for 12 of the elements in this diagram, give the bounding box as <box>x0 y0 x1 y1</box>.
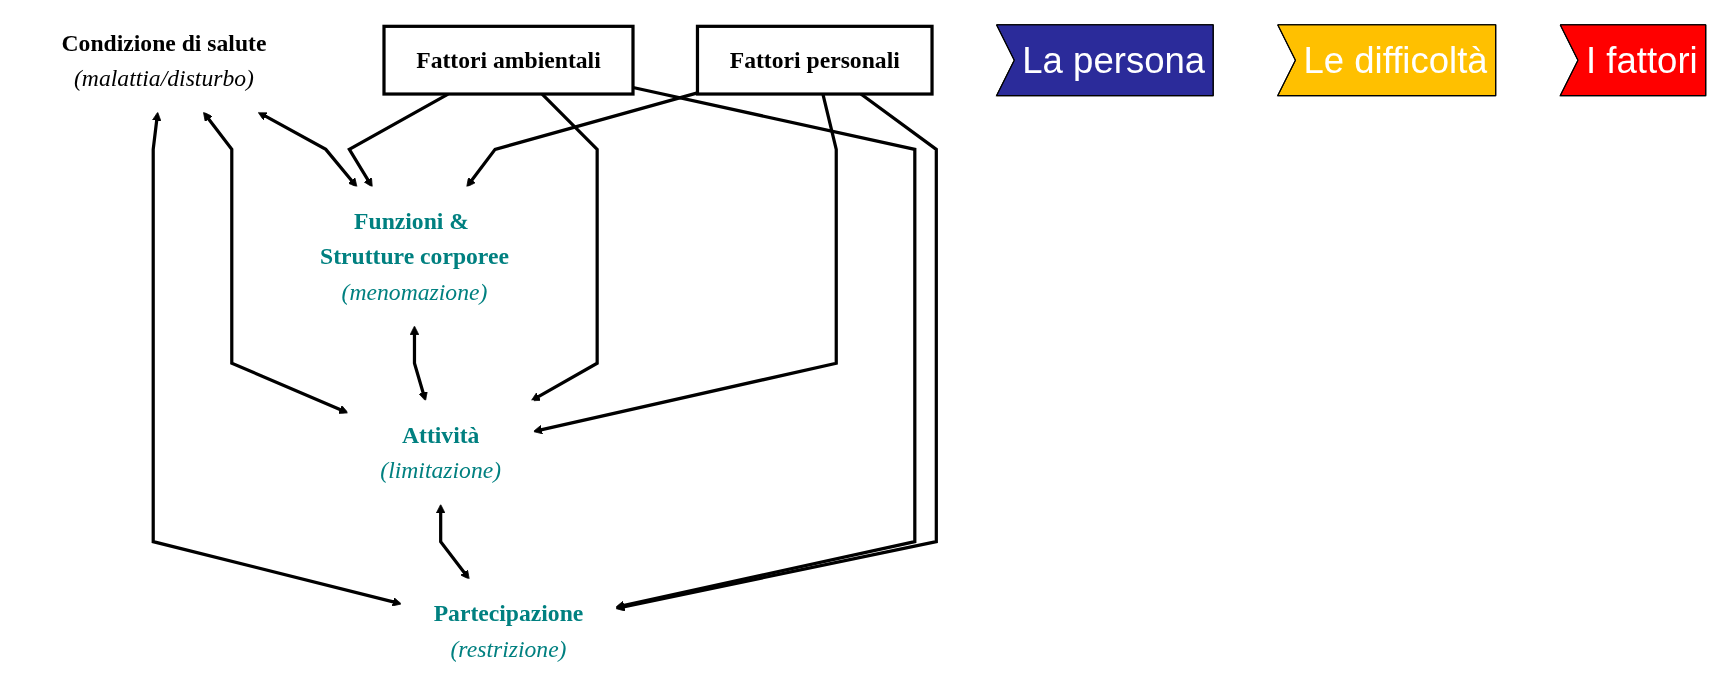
node-text: Condizione di salute (malattia/disturbo) <box>61 29 267 92</box>
node-text: Attività (limitazione) <box>380 421 502 484</box>
node-text: Partecipazione (restrizione) <box>433 599 584 662</box>
node-box: Fattori personali <box>695 24 934 96</box>
arrow <box>203 111 349 414</box>
arrow <box>151 111 402 607</box>
node-text: Funzioni & Strutture corporee (menomazione) <box>320 207 509 306</box>
arrow <box>466 91 698 188</box>
node-box: Fattori ambientali <box>382 24 635 96</box>
arrow <box>409 325 428 402</box>
arrow <box>435 504 470 580</box>
arrow <box>257 111 358 188</box>
